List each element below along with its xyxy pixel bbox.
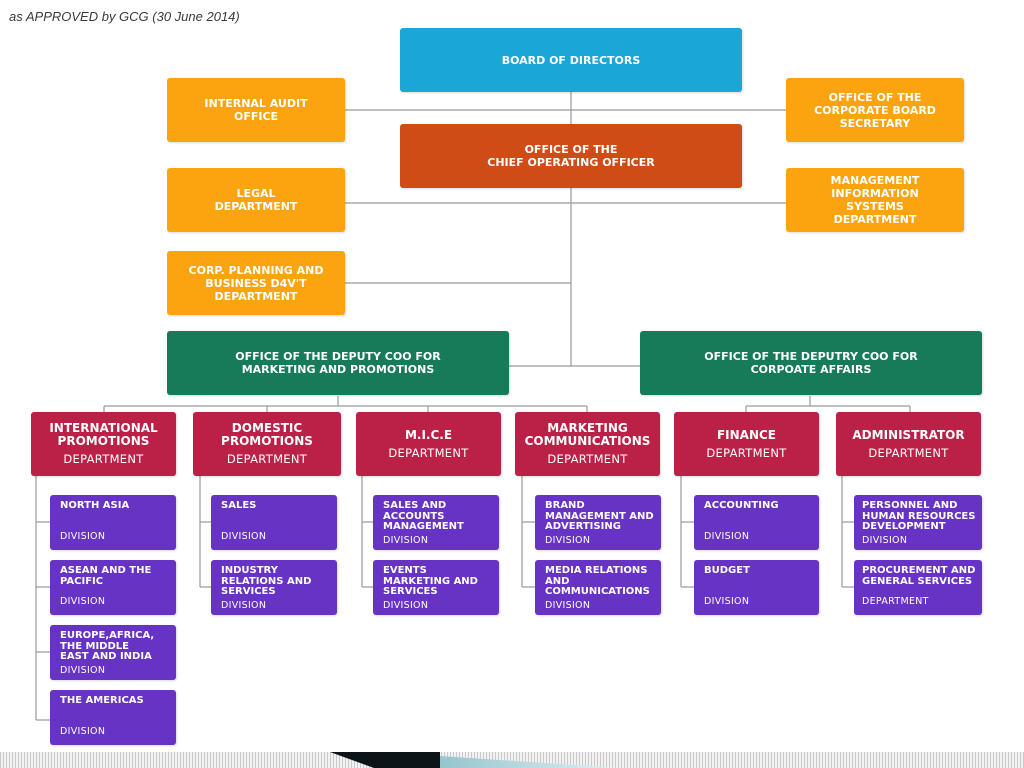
deputy-coo-marketing-box: OFFICE OF THE DEPUTY COO FOR MARKETING A… [167, 331, 509, 395]
division-name: BRAND MANAGEMENT AND ADVERTISING [545, 500, 654, 532]
legal-department-box: LEGAL DEPARTMENT [167, 168, 345, 232]
department-name: DOMESTIC PROMOTIONS [221, 421, 313, 448]
board-of-directors-box: BOARD OF DIRECTORS [400, 28, 742, 92]
division-name: NORTH ASIA [60, 500, 130, 511]
division-name: SALES [221, 500, 257, 511]
division-box: SALES AND ACCOUNTS MANAGEMENT DIVISION [373, 495, 499, 550]
division-type: DIVISION [60, 726, 106, 737]
division-name: SALES AND ACCOUNTS MANAGEMENT [383, 500, 464, 532]
department-name: INTERNATIONAL PROMOTIONS [49, 421, 158, 448]
corporate-secretary-box: OFFICE OF THE CORPORATE BOARD SECRETARY [786, 78, 964, 142]
department-type: DEPARTMENT [706, 445, 787, 460]
department-box: DOMESTIC PROMOTIONS DEPARTMENT [193, 412, 341, 476]
department-type: DEPARTMENT [63, 452, 144, 466]
department-type: DEPARTMENT [388, 445, 469, 460]
division-type: DIVISION [704, 531, 750, 542]
division-name: PROCUREMENT AND GENERAL SERVICES [862, 565, 976, 587]
division-name: ASEAN AND THE PACIFIC [60, 565, 152, 587]
department-box: INTERNATIONAL PROMOTIONS DEPARTMENT [31, 412, 176, 476]
division-name: ACCOUNTING [704, 500, 779, 511]
division-box: NORTH ASIA DIVISION [50, 495, 176, 550]
division-type: DIVISION [221, 531, 267, 542]
division-box: EVENTS MARKETING AND SERVICES DIVISION [373, 560, 499, 615]
department-type: DEPARTMENT [868, 445, 949, 460]
division-box: PERSONNEL AND HUMAN RESOURCES DEVELOPMEN… [854, 495, 982, 550]
division-name: EUROPE,AFRICA, THE MIDDLE EAST AND INDIA [60, 630, 155, 662]
department-name: FINANCE [716, 427, 777, 442]
corp-planning-box: CORP. PLANNING AND BUSINESS D4V'T DEPART… [167, 251, 345, 315]
division-type: DIVISION [383, 600, 429, 611]
division-type: DIVISION [221, 600, 267, 611]
division-box: BRAND MANAGEMENT AND ADVERTISING DIVISIO… [535, 495, 661, 550]
division-name: THE AMERICAS [60, 695, 144, 706]
division-box: SALES DIVISION [211, 495, 337, 550]
division-box: EUROPE,AFRICA, THE MIDDLE EAST AND INDIA… [50, 625, 176, 680]
division-type: DIVISION [545, 600, 591, 611]
division-type: DIVISION [704, 596, 750, 607]
division-type: DIVISION [383, 535, 429, 546]
department-type: DEPARTMENT [226, 452, 308, 466]
division-type: DIVISION [545, 535, 591, 546]
division-box: THE AMERICAS DIVISION [50, 690, 176, 745]
department-box: FINANCE DEPARTMENT [674, 412, 819, 476]
division-name: INDUSTRY RELATIONS AND SERVICES [221, 565, 312, 597]
deputy-coo-corporate-box: OFFICE OF THE DEPUTRY COO FOR CORPOATE A… [640, 331, 982, 395]
department-name: ADMINISTRATOR [852, 427, 965, 442]
division-name: EVENTS MARKETING AND SERVICES [383, 565, 478, 597]
division-type: DIVISION [862, 535, 908, 546]
division-type: DIVISION [60, 596, 106, 607]
division-box: MEDIA RELATIONS AND COMMUNICATIONS DIVIS… [535, 560, 661, 615]
approval-caption: as APPROVED by GCG (30 June 2014) [9, 9, 240, 24]
mis-department-box: MANAGEMENT INFORMATION SYSTEMS DEPARTMEN… [786, 168, 964, 232]
internal-audit-box: INTERNAL AUDIT OFFICE [167, 78, 345, 142]
division-box: INDUSTRY RELATIONS AND SERVICES DIVISION [211, 560, 337, 615]
division-box: PROCUREMENT AND GENERAL SERVICES DEPARTM… [854, 560, 982, 615]
division-name: BUDGET [704, 565, 750, 576]
division-name: MEDIA RELATIONS AND COMMUNICATIONS [545, 565, 650, 597]
division-type: DIVISION [60, 665, 106, 676]
department-box: M.I.C.E DEPARTMENT [356, 412, 501, 476]
coo-office-box: OFFICE OF THE CHIEF OPERATING OFFICER [400, 124, 742, 188]
division-box: BUDGET DIVISION [694, 560, 819, 615]
footer-stripe [0, 752, 1024, 768]
division-type: DEPARTMENT [862, 596, 929, 607]
division-box: ASEAN AND THE PACIFIC DIVISION [50, 560, 176, 615]
department-name: MARKETING COMMUNICATIONS [524, 421, 651, 448]
division-name: PERSONNEL AND HUMAN RESOURCES DEVELOPMEN… [862, 500, 976, 532]
department-type: DEPARTMENT [547, 452, 628, 466]
division-type: DIVISION [60, 531, 106, 542]
department-name: M.I.C.E [404, 427, 453, 442]
department-box: ADMINISTRATOR DEPARTMENT [836, 412, 981, 476]
division-box: ACCOUNTING DIVISION [694, 495, 819, 550]
department-box: MARKETING COMMUNICATIONS DEPARTMENT [515, 412, 660, 476]
